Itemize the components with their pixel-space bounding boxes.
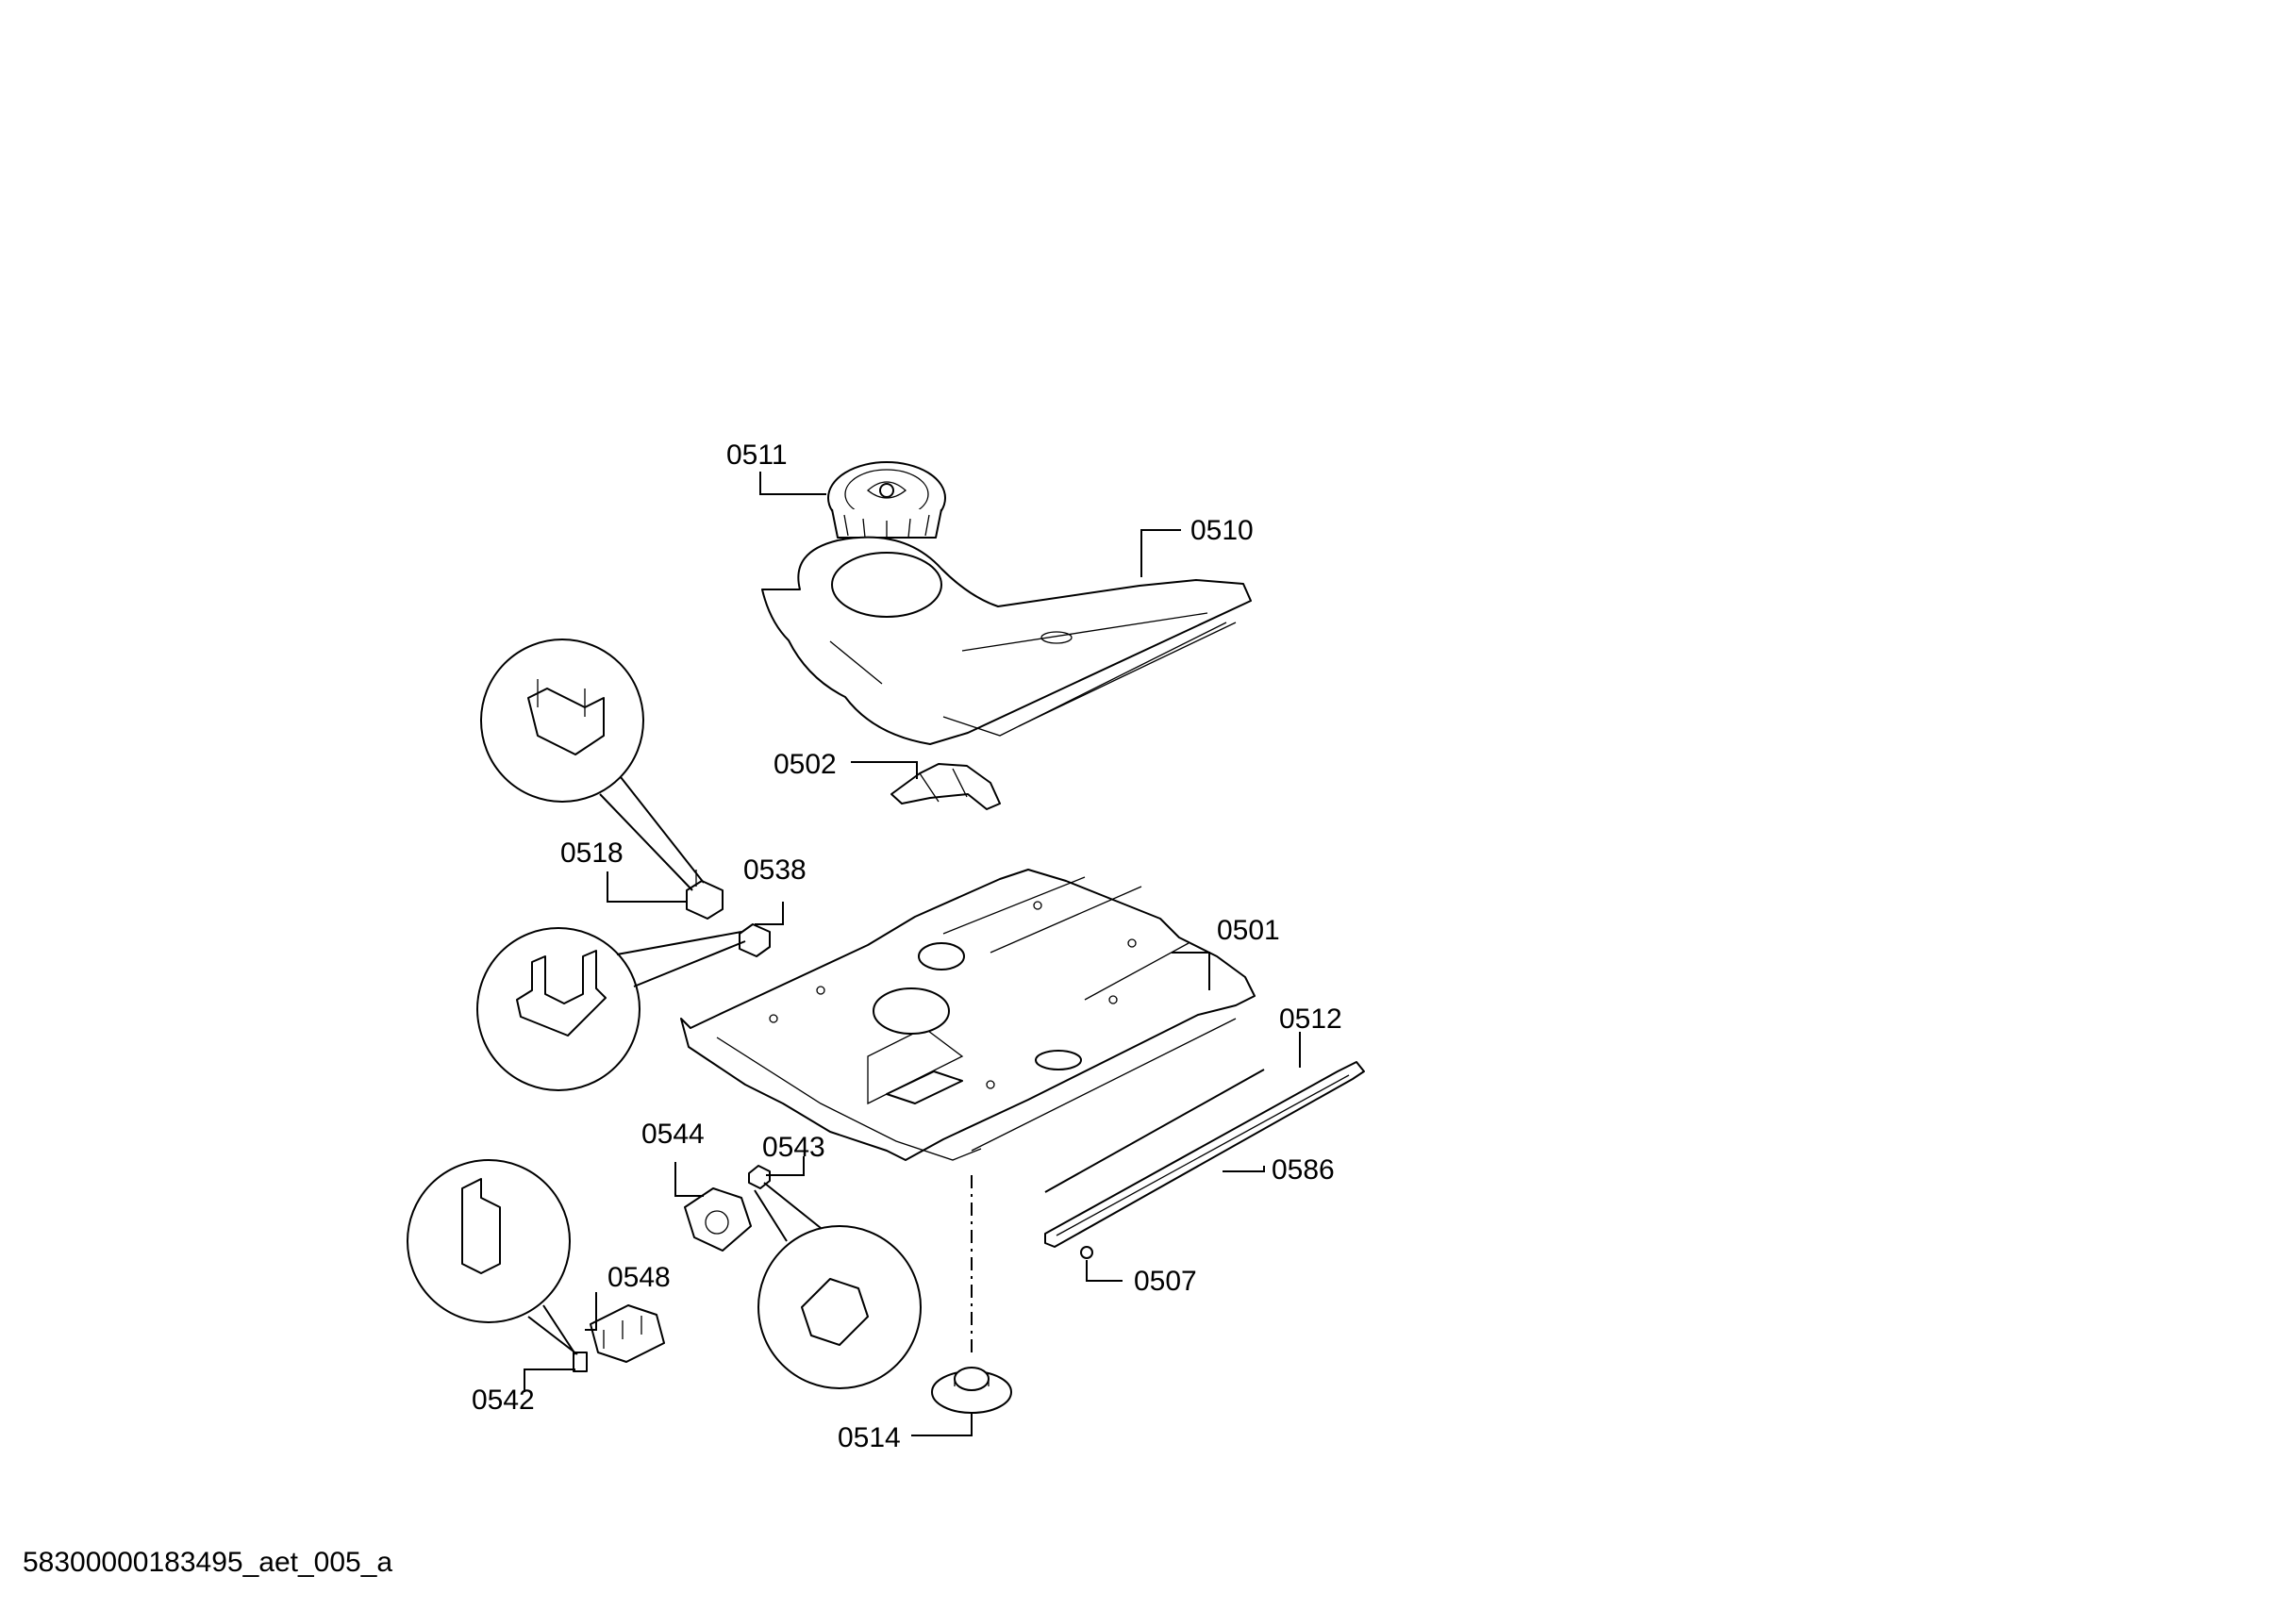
fan-wheel-part — [827, 461, 946, 539]
part-label-0586: 0586 — [1272, 1154, 1335, 1186]
part-label-0544: 0544 — [641, 1119, 705, 1150]
part-label-0507: 0507 — [1134, 1266, 1197, 1297]
bracket-part-0538 — [739, 923, 771, 957]
detail-circle-bracket-0538 — [476, 927, 746, 1091]
bracket-part-0518 — [686, 870, 724, 920]
base-plate-part — [680, 869, 1256, 1161]
part-label-0511: 0511 — [726, 440, 788, 471]
switch-part-0548 — [590, 1304, 665, 1363]
part-label-0512: 0512 — [1279, 1004, 1342, 1035]
air-guide-part — [890, 763, 1001, 810]
part-label-0518: 0518 — [560, 838, 624, 869]
adjustable-foot-part — [931, 1367, 1012, 1414]
part-label-0502: 0502 — [774, 749, 837, 780]
part-label-0543: 0543 — [762, 1132, 825, 1163]
part-label-0538: 0538 — [743, 854, 807, 886]
detail-circle-clip-0543 — [754, 1182, 922, 1389]
small-screw-part — [1080, 1246, 1093, 1259]
leader-lines — [524, 472, 1301, 1436]
part-label-0548: 0548 — [607, 1262, 671, 1293]
drawing-code: 58300000183495_aet_005_a — [23, 1547, 393, 1578]
part-label-0510: 0510 — [1190, 515, 1254, 546]
small-part-0542 — [573, 1352, 588, 1372]
part-label-0514: 0514 — [838, 1422, 901, 1453]
detail-circle-part-0542 — [407, 1159, 578, 1355]
door-rail-part — [1044, 1061, 1365, 1248]
motor-part-0544 — [684, 1187, 752, 1252]
detail-circle-bracket-0518 — [480, 639, 705, 891]
part-label-0501: 0501 — [1217, 915, 1280, 946]
fan-housing-part — [761, 536, 1252, 745]
part-label-0542: 0542 — [472, 1385, 535, 1416]
